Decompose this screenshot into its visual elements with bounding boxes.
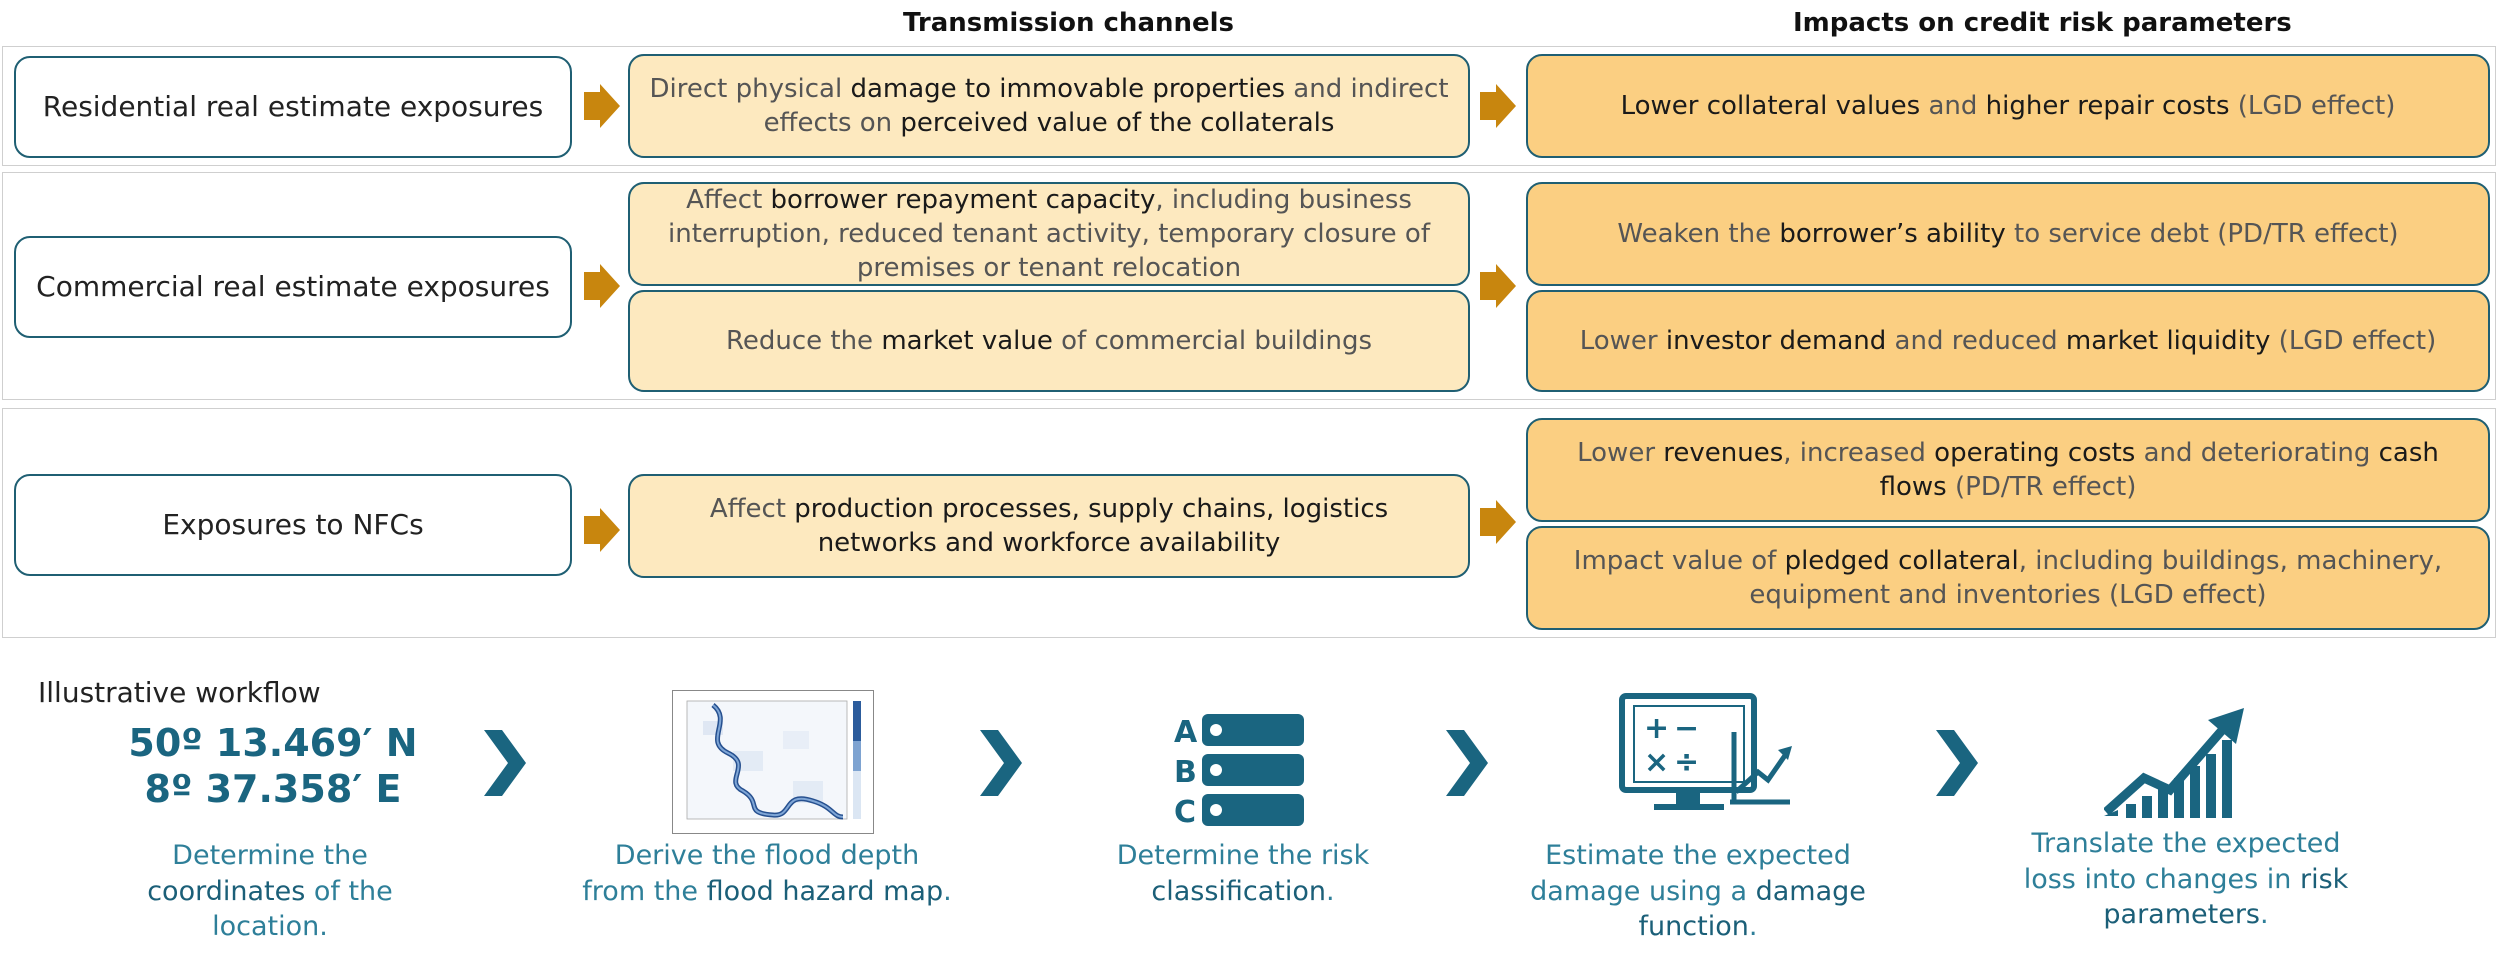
workflow-arrow-icon (484, 730, 526, 796)
risk-classification-icon: A B C (1174, 714, 1304, 826)
coordinate-longitude: 8º 37.358′ E (144, 767, 402, 812)
workflow-step-description: Estimate the expected damage using a dam… (1530, 840, 1866, 943)
svg-text:+: + (1644, 711, 1669, 746)
workflow-arrow-icon (1446, 730, 1488, 796)
workflow-step-description: Determine the coordinates of the locatio… (147, 840, 393, 943)
svg-text:÷: ÷ (1674, 745, 1699, 780)
workflow-arrow-icon (980, 730, 1022, 796)
channel-text: Reduce the market value of commercial bu… (725, 325, 1373, 356)
svg-text:×: × (1644, 745, 1669, 780)
coordinate-latitude: 50º 13.469′ N (128, 721, 418, 765)
arrow-right-icon (584, 508, 620, 552)
rising-bars-icon (2104, 708, 2244, 818)
impact-box: Lower collateral values and higher repai… (1526, 54, 2490, 158)
arrow-right-icon (584, 264, 620, 308)
impact-text: Lower investor demand and reduced market… (1579, 325, 2437, 356)
channel-box: Affect borrower repayment capacity, incl… (628, 182, 1470, 286)
exposure-label: Exposures to NFCs (162, 507, 424, 541)
workflow-label: Illustrative workflow (38, 676, 321, 709)
exposure-box: Exposures to NFCs (14, 474, 572, 576)
impact-text: Weaken the borrower’s ability to service… (1617, 218, 2399, 249)
channel-text: Affect borrower repayment capacity, incl… (668, 184, 1430, 284)
workflow-arrow-icon (1936, 730, 1978, 796)
header-impacts: Impacts on credit risk parameters (1793, 8, 2292, 38)
class-letter: B (1174, 755, 1197, 790)
impact-text: Impact value of pledged collateral, incl… (1573, 545, 2443, 610)
arrow-right-icon (1480, 84, 1516, 128)
header-transmission-channels: Transmission channels (903, 8, 1235, 38)
channel-text: Affect production processes, supply chai… (709, 493, 1389, 558)
arrow-right-icon (584, 84, 620, 128)
channel-box: Direct physical damage to immovable prop… (628, 54, 1470, 158)
workflow-step-description: Derive the flood depth from the flood ha… (582, 840, 952, 907)
exposure-box: Commercial real estimate exposures (14, 236, 572, 338)
impact-text: Lower collateral values and higher repai… (1620, 90, 2396, 121)
exposure-box: Residential real estimate exposures (14, 56, 572, 158)
workflow-step-description: Determine the risk classification. (1116, 840, 1370, 907)
svg-text:−: − (1674, 711, 1699, 746)
impact-box: Impact value of pledged collateral, incl… (1526, 526, 2490, 630)
class-letter: C (1174, 795, 1196, 826)
impact-box: Lower investor demand and reduced market… (1526, 290, 2490, 392)
workflow-step-description: Translate the expected loss into changes… (2023, 828, 2349, 931)
impact-box: Lower revenues, increased operating cost… (1526, 418, 2490, 522)
class-letter: A (1174, 715, 1198, 750)
arrow-right-icon (1480, 500, 1516, 544)
impact-box: Weaken the borrower’s ability to service… (1526, 182, 2490, 286)
flood-hazard-map-thumbnail (672, 690, 874, 834)
coordinates: 50º 13.469′ N 8º 37.358′ E (128, 720, 418, 813)
impact-text: Lower revenues, increased operating cost… (1577, 437, 2439, 502)
channel-text: Direct physical damage to immovable prop… (649, 73, 1449, 138)
exposure-label: Commercial real estimate exposures (36, 269, 550, 303)
exposure-label: Residential real estimate exposures (42, 89, 544, 123)
arrow-right-icon (1480, 264, 1516, 308)
channel-box: Affect production processes, supply chai… (628, 474, 1470, 578)
channel-box: Reduce the market value of commercial bu… (628, 290, 1470, 392)
damage-function-icon: + − × ÷ (1619, 693, 1792, 810)
